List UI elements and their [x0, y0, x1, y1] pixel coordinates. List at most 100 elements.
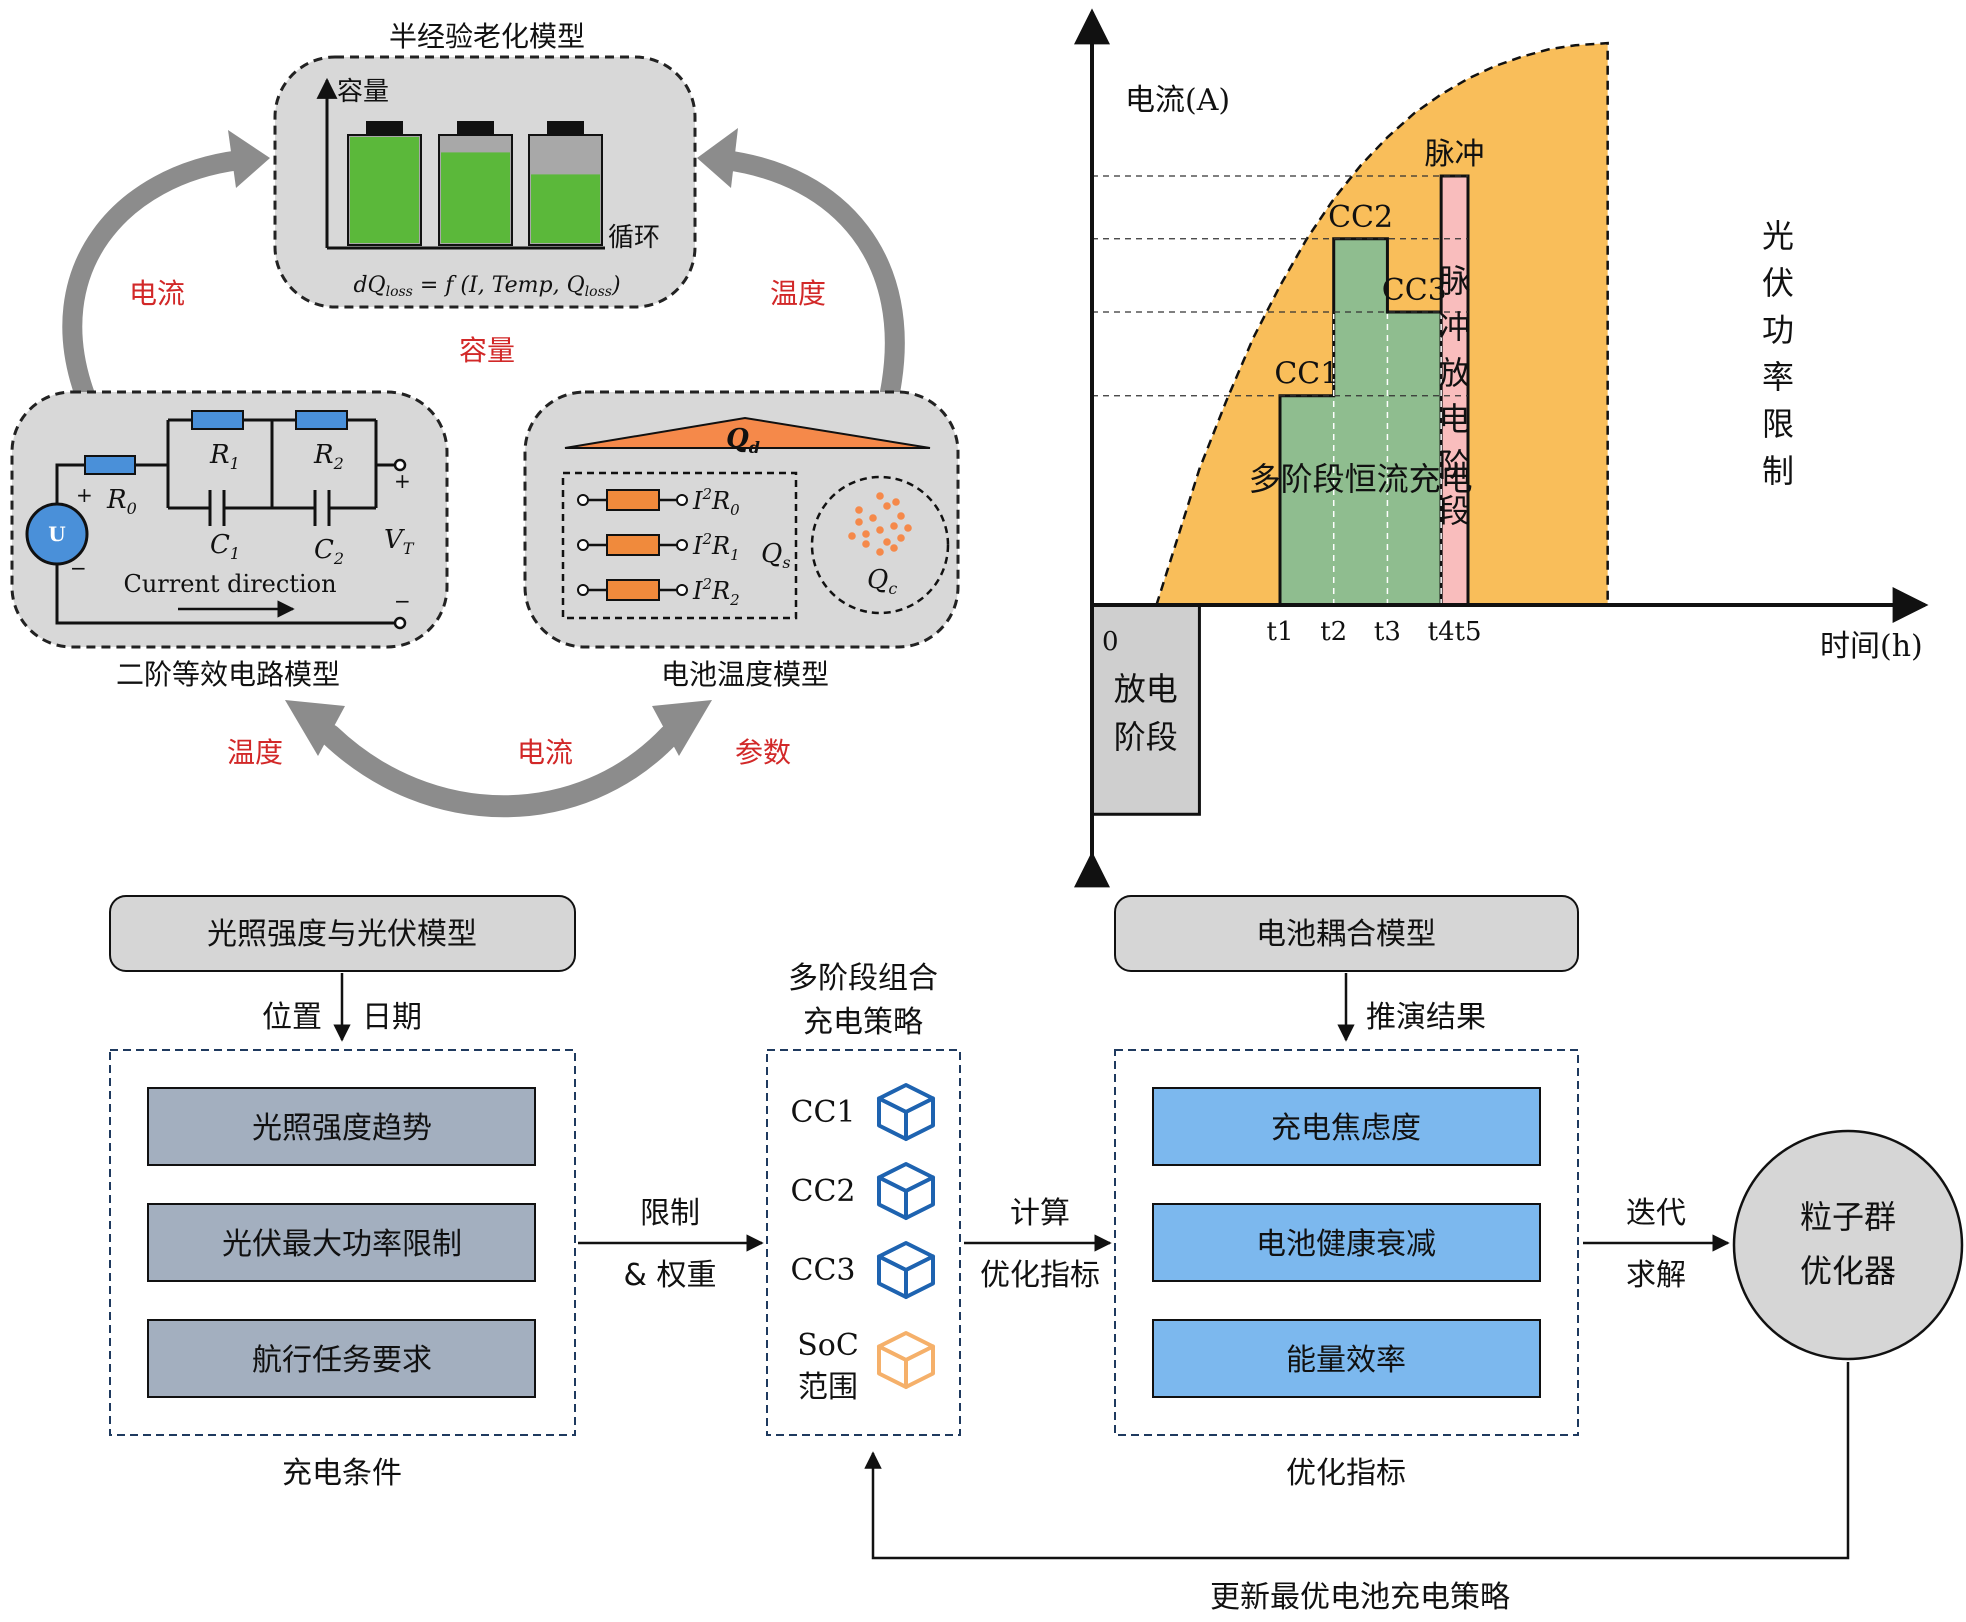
heat-particle [904, 524, 912, 532]
label-discharge-stage: 阶段 [1114, 718, 1178, 756]
battery-charge-level [441, 152, 510, 243]
label-c2: C2 [314, 535, 344, 568]
terminal-positive [393, 458, 407, 472]
arrow2-top-label: 计算 [1010, 1196, 1070, 1231]
heat-term-label: I2R0 [692, 485, 740, 519]
aging-model-title: 半经验老化模型 [389, 20, 585, 53]
condition-box [147, 1319, 536, 1398]
metric-box [1152, 1319, 1541, 1398]
arrow-head-bottom-right [652, 700, 712, 756]
cube-face [904, 1096, 935, 1141]
label-pulse-stage-char: 段 [1439, 492, 1471, 530]
deduce-label: 推演结果 [1366, 1000, 1486, 1035]
pso-optimizer-node [1732, 1129, 1964, 1361]
label-qs: Qs [761, 539, 791, 572]
label-r1: R1 [209, 440, 240, 473]
heat-particle [876, 492, 884, 500]
heat-particle [890, 522, 898, 530]
heat-particle [897, 534, 905, 542]
label-r2: R2 [313, 440, 344, 473]
label-r0: R0 [106, 485, 137, 518]
battery-model-title: 电池耦合模型 [1256, 917, 1436, 952]
metric-label: 电池健康衰减 [1256, 1227, 1436, 1262]
metric-box [1152, 1203, 1541, 1282]
heat-particle [848, 532, 856, 540]
label-cc2: CC2 [1328, 200, 1393, 235]
label-cc1: CC1 [1274, 357, 1339, 392]
label-pv-limit-char: 功 [1762, 311, 1794, 349]
convection-dots [848, 492, 912, 556]
resistor-r2 [295, 410, 348, 430]
cube-icon [877, 1162, 935, 1220]
label-pulse-stage-char: 脉 [1439, 262, 1471, 300]
cycle-label-temp-bottom: 温度 [227, 736, 283, 769]
label-pv-limit-char: 光 [1762, 217, 1794, 255]
label-pv-limit-char: 率 [1762, 358, 1794, 396]
soc-label-2: 范围 [798, 1370, 858, 1405]
metric-label: 能量效率 [1286, 1343, 1406, 1378]
battery-group [347, 121, 603, 246]
label-c1: C1 [210, 530, 240, 563]
pv-model-header [109, 895, 576, 972]
label-pulse-stage-char: 电 [1439, 400, 1471, 438]
x-axis-label: 时间(h) [1820, 629, 1923, 664]
heat-term-node [577, 539, 589, 551]
metric-box [1152, 1087, 1541, 1166]
aging-y-axis-label: 容量 [337, 77, 389, 107]
heat-particle [862, 530, 870, 538]
label-vt: VT [384, 525, 415, 558]
heat-particle [892, 498, 900, 506]
cycle-arrows [62, 128, 905, 818]
heat-particle [876, 526, 884, 534]
heat-particle [876, 548, 884, 556]
x-tick-label: t4 [1428, 617, 1455, 647]
cycle-label-temp-right: 温度 [770, 277, 826, 310]
x-tick-label: t5 [1455, 617, 1482, 647]
heat-term-node [676, 584, 688, 596]
voltage-source-label: U [48, 522, 65, 546]
battery-cap [547, 121, 584, 135]
cube-icon [877, 1241, 935, 1299]
aging-model-panel: 半经验老化模型 容量 循环 dQloss = f (I, Temp, Qloss… [273, 20, 697, 309]
label-discharge-stage: 放电 [1114, 670, 1178, 708]
arrow1-bottom-label: & 权重 [624, 1258, 717, 1293]
battery-charge-level [531, 174, 600, 243]
label-multi-stage: 多阶段恒流充电 [1249, 460, 1473, 498]
heat-term-node [577, 494, 589, 506]
output-minus: − [394, 589, 411, 613]
strategy-item-label: CC2 [791, 1174, 856, 1209]
optimizer-label-2: 优化器 [1800, 1252, 1896, 1290]
cube-icon [877, 1083, 935, 1141]
resistor-r1 [191, 410, 244, 430]
battery-model-header [1114, 895, 1579, 972]
heat-resistor [606, 579, 660, 601]
optimizer-label-1: 粒子群 [1800, 1198, 1896, 1236]
strategy-item-label: CC1 [791, 1095, 856, 1130]
cube-face [904, 1254, 935, 1299]
heat-term-node [676, 539, 688, 551]
arrow-thermal-to-aging [715, 150, 905, 402]
battery-cap [366, 121, 403, 135]
heat-particle [883, 538, 891, 546]
model-cycle: 半经验老化模型 容量 循环 dQloss = f (I, Temp, Qloss… [10, 20, 960, 818]
cube-face [904, 1344, 935, 1389]
aging-x-axis-label: 循环 [608, 223, 660, 253]
heat-particle [862, 540, 870, 548]
x-tick-label: t2 [1320, 617, 1347, 647]
condition-label: 光伏最大功率限制 [222, 1227, 462, 1262]
chart-guides [1092, 175, 1468, 605]
strategy-item-label: CC3 [791, 1253, 856, 1288]
circuit-model-panel: 二阶等效电路模型 [10, 390, 449, 691]
condition-label: 光照强度趋势 [252, 1111, 432, 1146]
y-axis-label: 电流(A) [1125, 83, 1230, 118]
label-qc: Qc [867, 565, 897, 598]
heat-resistor [606, 534, 660, 556]
cycle-label-current-bottom: 电流 [517, 736, 573, 769]
heat-resistor [606, 489, 660, 511]
